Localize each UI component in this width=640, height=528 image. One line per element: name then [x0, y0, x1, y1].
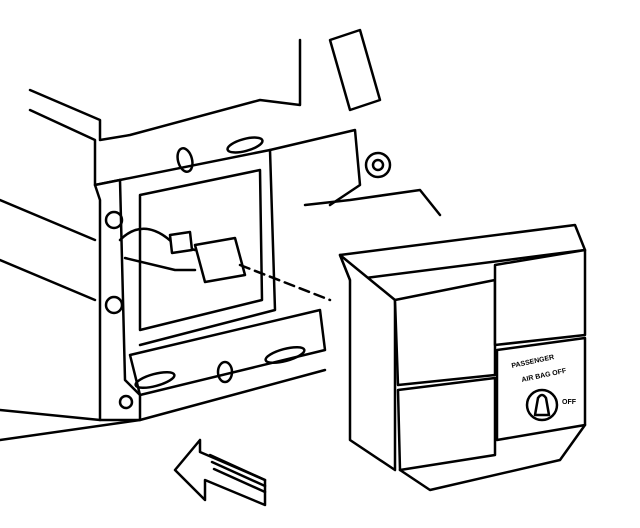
electrical-connector: [118, 227, 332, 302]
indicator-module: PASSENGER AIR BAG OFF OFF: [338, 223, 587, 492]
dash-frame: [0, 28, 442, 442]
module-label-side: OFF: [562, 399, 577, 406]
airbag-indicator-icon: [525, 388, 559, 422]
direction-arrow-icon: [173, 438, 267, 507]
